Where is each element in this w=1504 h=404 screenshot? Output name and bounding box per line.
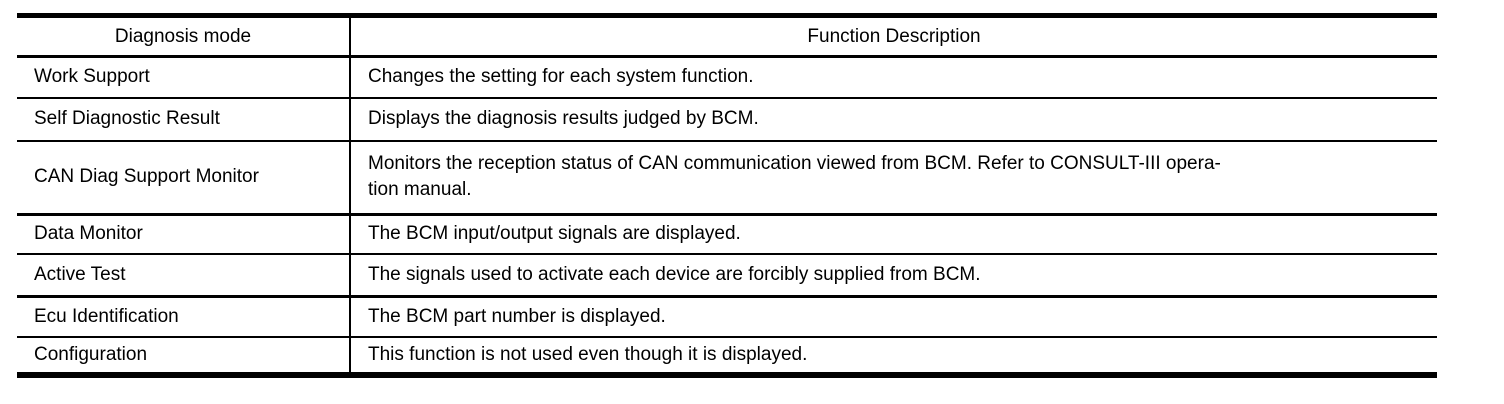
table-row: Ecu Identification The BCM part number i… (17, 296, 1437, 338)
function-description-cell: Displays the diagnosis results judged by… (350, 97, 1437, 142)
diagnosis-mode-cell: Ecu Identification (17, 296, 351, 338)
table-row: Data Monitor The BCM input/output signal… (17, 214, 1437, 255)
diagnosis-mode-table: Diagnosis mode Function Description Work… (17, 13, 1437, 378)
table-row: Configuration This function is not used … (17, 336, 1437, 375)
header-cell-function-description: Function Description (350, 15, 1437, 58)
diagnosis-mode-cell: Active Test (17, 253, 351, 298)
table-row: CAN Diag Support Monitor Monitors the re… (17, 140, 1437, 216)
function-description-cell: Monitors the reception status of CAN com… (350, 140, 1437, 216)
diagnosis-mode-cell: CAN Diag Support Monitor (17, 140, 351, 216)
header-cell-diagnosis-mode: Diagnosis mode (17, 15, 351, 58)
table-row: Self Diagnostic Result Displays the diag… (17, 97, 1437, 142)
function-description-cell: The BCM input/output signals are display… (350, 214, 1437, 255)
diagnosis-mode-cell: Work Support (17, 56, 351, 99)
diagnosis-mode-cell: Configuration (17, 336, 351, 375)
table-row: Active Test The signals used to activate… (17, 253, 1437, 298)
diagnosis-mode-cell: Self Diagnostic Result (17, 97, 351, 142)
table-header: Diagnosis mode Function Description (17, 15, 1437, 58)
function-description-cell: Changes the setting for each system func… (350, 56, 1437, 99)
table-body: Work Support Changes the setting for eac… (17, 56, 1437, 375)
diagnosis-mode-cell: Data Monitor (17, 214, 351, 255)
function-description-cell: This function is not used even though it… (368, 343, 808, 365)
function-description-cell: The BCM part number is displayed. (350, 296, 1437, 338)
function-description-cell: The signals used to activate each device… (350, 253, 1437, 298)
header-row: Diagnosis mode Function Description (17, 15, 1437, 58)
table-row: Work Support Changes the setting for eac… (17, 56, 1437, 99)
